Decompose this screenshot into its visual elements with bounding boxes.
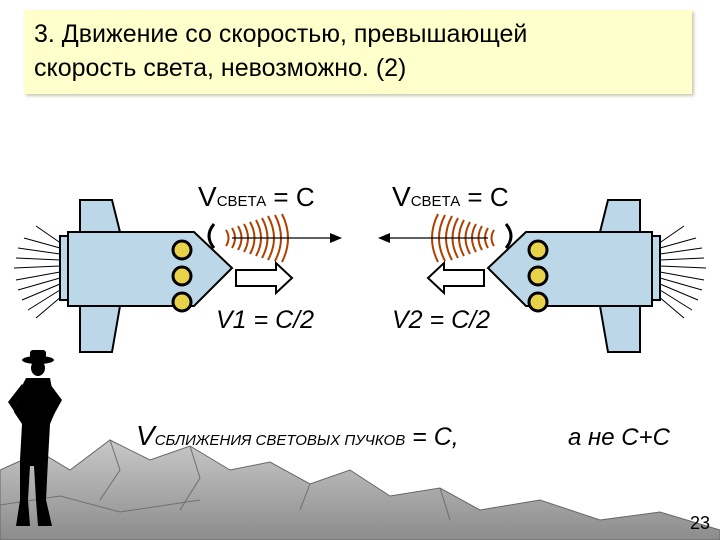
title-line-2: скорость света, невозможно. (2) <box>34 54 407 82</box>
right-porthole-3 <box>527 291 549 313</box>
left-light-speed-v: V <box>198 181 217 212</box>
left-exhaust-lines <box>13 225 63 319</box>
closing-speed-sub: СБЛИЖЕНИЯ СВЕТОВЫХ ПУЧКОВ <box>154 432 406 449</box>
right-porthole-2 <box>527 265 549 287</box>
left-velocity-arrow <box>235 260 294 296</box>
right-top-fin <box>598 199 641 233</box>
left-porthole-2 <box>171 265 193 287</box>
right-light-speed-eq: = С <box>460 182 509 212</box>
right-rocket-body <box>486 231 653 307</box>
right-bottom-fin <box>598 305 641 353</box>
left-bottom-fin <box>79 305 122 353</box>
left-top-fin <box>79 199 122 233</box>
right-light-speed-label: VСВЕТА = С <box>392 181 509 213</box>
not-sum-text: а не С+С <box>568 424 670 451</box>
right-ship-speed-label: V2 = C/2 <box>392 306 490 334</box>
right-headlight <box>504 223 513 249</box>
left-porthole-1 <box>171 239 193 261</box>
title-box: 3. Движение со скоростью, превышающей ск… <box>24 10 692 94</box>
left-light-speed-sub: СВЕТА <box>216 193 267 210</box>
closing-speed-label: VСБЛИЖЕНИЯ СВЕТОВЫХ ПУЧКОВ = С, <box>136 420 459 452</box>
right-porthole-1 <box>527 239 549 261</box>
left-light-speed-eq: = С <box>266 182 315 212</box>
left-porthole-3 <box>171 291 193 313</box>
page-number: 23 <box>689 513 710 533</box>
left-headlight <box>207 223 216 249</box>
left-rocket-body <box>67 231 234 307</box>
right-light-speed-v: V <box>392 181 411 212</box>
right-light-speed-sub: СВЕТА <box>410 193 461 210</box>
left-light-speed-label: VСВЕТА = С <box>198 181 315 213</box>
left-ship-speed-label: V1 = C/2 <box>216 306 314 334</box>
right-velocity-arrow <box>426 260 485 296</box>
closing-speed-v: V <box>136 420 155 451</box>
right-rocket <box>378 199 707 353</box>
closing-speed-eq: = С, <box>405 423 459 451</box>
right-exhaust-lines <box>657 225 707 319</box>
title-line-1: 3. Движение со скоростью, превышающей <box>34 20 528 48</box>
left-rocket <box>13 199 342 353</box>
observer-silhouette <box>8 350 62 526</box>
rocky-ground <box>0 439 720 540</box>
